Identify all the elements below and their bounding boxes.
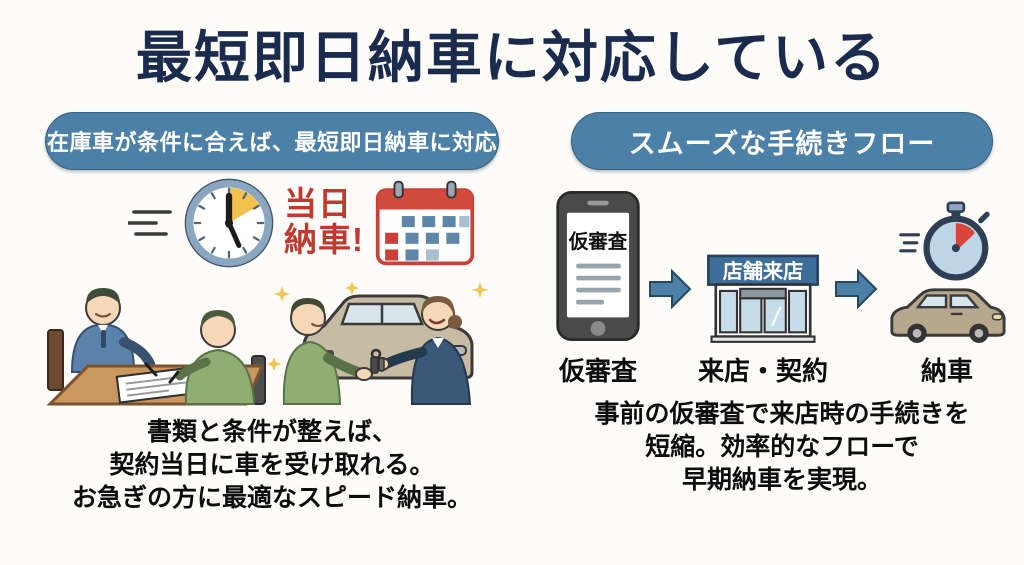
same-day-delivery-badge: 当日 納車! — [284, 186, 364, 257]
flow-step-pre-screening: 仮審査 仮審査 — [554, 189, 642, 388]
contract-and-key-handover-illustration — [46, 281, 488, 406]
step-label-delivery: 納車 — [921, 356, 974, 386]
sparkle-icon — [267, 281, 488, 371]
right-description-line1: 事前の仮審査で来店時の手続きを — [594, 400, 970, 428]
left-description-line1: 書類と条件が整えば、 — [146, 418, 397, 446]
right-description-line3: 早期納車を実現。 — [682, 466, 883, 494]
badge-line1: 当日 — [284, 185, 352, 222]
flow-step-delivery: 納車 — [884, 201, 1010, 388]
people-signing-illustration — [46, 288, 266, 406]
stopwatch-icon — [899, 201, 990, 281]
left-description-line2: 契約当日に車を受け取れる。 — [109, 451, 435, 479]
right-description-line2: 短縮。効率的なフローで — [645, 433, 919, 461]
store-icon: 店舗来店 — [707, 254, 819, 343]
same-day-illustration: 当日 納車! — [46, 178, 498, 406]
left-description-line3: お急ぎの方に最適なスピード納車。 — [71, 484, 472, 512]
svg-text:仮審査: 仮審査 — [568, 230, 628, 253]
left-panel: 在庫車が条件に合えば、最短即日納車に対応 — [45, 112, 499, 515]
procedure-flow-diagram: 仮審査 仮審査 店舗来店 — [554, 176, 1010, 388]
car-icon — [890, 288, 1006, 343]
delivery-icon-stack — [884, 201, 1010, 343]
step-label-pre-screening: 仮審査 — [558, 356, 637, 386]
left-header-label: 在庫車が条件に合えば、最短即日納車に対応 — [46, 130, 497, 155]
calendar-icon — [375, 180, 475, 266]
key-handover-illustration — [267, 281, 488, 405]
left-description: 書類と条件が整えば、 契約当日に車を受け取れる。 お急ぎの方に最適なスピード納車… — [72, 416, 472, 515]
right-header-pill: スムーズな手続きフロー — [571, 112, 993, 170]
flow-step-visit-store: 店舗来店 来店・契約 — [698, 241, 828, 388]
speed-lines-icon — [128, 210, 172, 236]
step-label-visit-store: 来店・契約 — [698, 356, 829, 386]
right-description: 事前の仮審査で来店時の手続きを 短縮。効率的なフローで 早期納車を実現。 — [595, 398, 970, 497]
illustration-top-row: 当日 納車! — [106, 178, 498, 270]
car-keys-icon — [370, 348, 385, 374]
right-panel: スムーズな手続きフロー 仮審査 仮審 — [554, 112, 1010, 515]
arrow-right-icon — [649, 268, 692, 310]
content-columns: 在庫車が条件に合えば、最短即日納車に対応 — [0, 112, 1024, 515]
badge-line2: 納車! — [284, 220, 364, 258]
page-title: 最短即日納車に対応している — [135, 26, 889, 89]
left-header-pill: 在庫車が条件に合えば、最短即日納車に対応 — [45, 112, 499, 170]
svg-text:店舗来店: 店舗来店 — [723, 259, 804, 283]
right-header-label: スムーズな手続きフロー — [628, 128, 936, 159]
clock-icon — [184, 178, 274, 268]
arrow-right-icon — [835, 268, 878, 310]
smartphone-icon: 仮審査 — [556, 190, 640, 342]
